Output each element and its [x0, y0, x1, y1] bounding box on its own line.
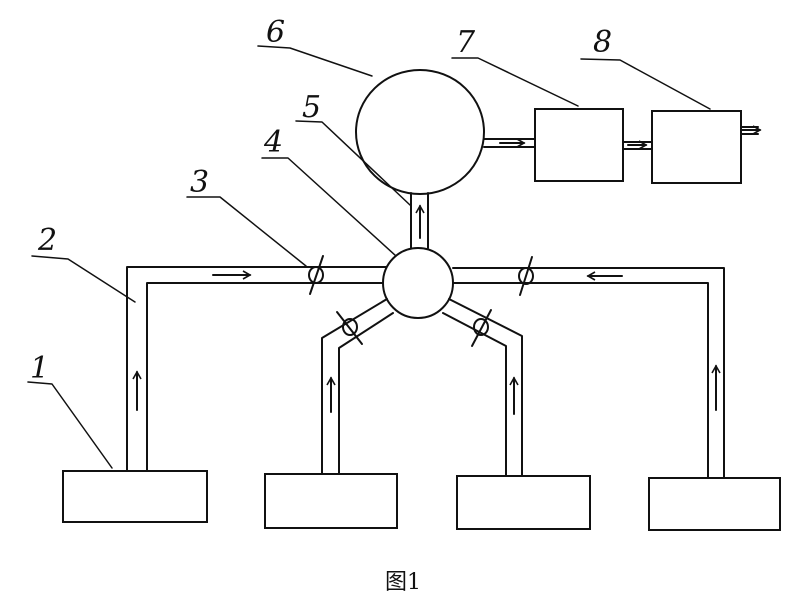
label-3: 3 [190, 165, 209, 200]
outlet-unit8 [740, 125, 762, 135]
label-5: 5 [302, 90, 321, 125]
label-8: 8 [593, 25, 612, 60]
source-box-4 [648, 477, 781, 531]
pipe-right-outer [452, 267, 725, 479]
tank-circle [355, 69, 485, 195]
valve-left-inner [336, 311, 363, 345]
leader-lines [27, 45, 711, 469]
label-4: 4 [263, 125, 283, 160]
valve-right-outer [518, 256, 534, 296]
unit-8-box [651, 110, 742, 184]
source-box-1 [62, 470, 208, 523]
source-box-3 [456, 475, 591, 530]
figure-caption: 图1 [385, 570, 421, 595]
pipe-right-inner [442, 298, 523, 477]
label-6: 6 [266, 15, 285, 50]
source-box-2 [264, 473, 398, 529]
pipe-left-inner [321, 298, 394, 475]
riser-pipe [410, 192, 429, 249]
pipe-left-outer [126, 266, 387, 472]
connector-unit7-to-unit8 [622, 140, 653, 150]
label-2: 2 [37, 223, 57, 258]
connector-tank-to-unit7 [483, 138, 536, 148]
label-1: 1 [30, 351, 49, 386]
label-7: 7 [456, 25, 476, 60]
valve-left-outer [308, 255, 324, 295]
unit-7-box [534, 108, 624, 182]
header-circle [382, 247, 454, 319]
valve-right-inner [471, 309, 492, 347]
